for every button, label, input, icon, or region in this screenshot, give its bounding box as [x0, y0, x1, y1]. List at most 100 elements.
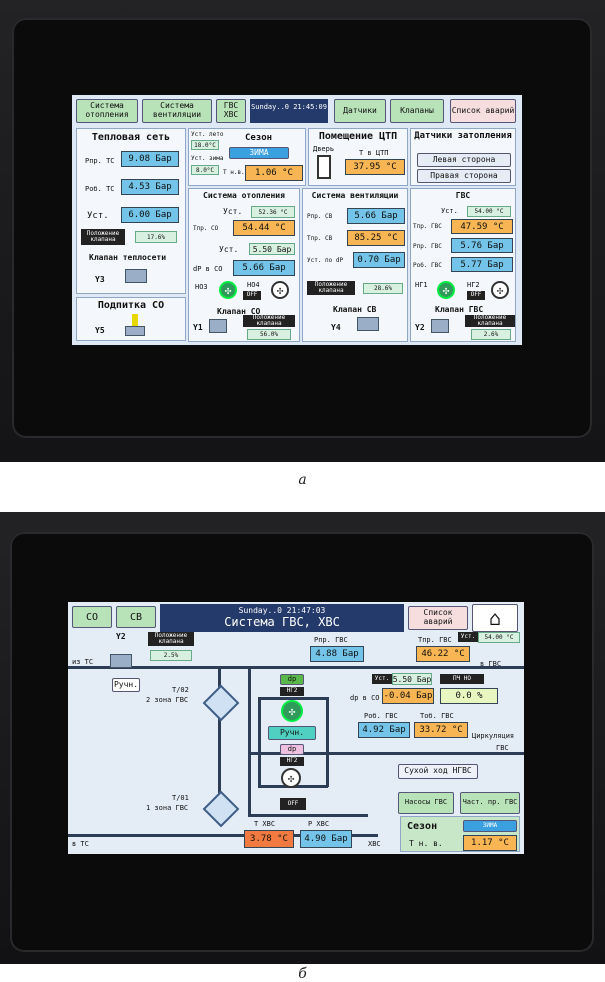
- pump-icon[interactable]: ✣: [491, 281, 509, 299]
- dp-co-label: dp в СО: [350, 694, 380, 702]
- season-mode-button[interactable]: ЗИМА: [463, 820, 517, 832]
- pipe: [248, 752, 524, 755]
- t-supply-value[interactable]: 54.44 °С: [233, 220, 295, 236]
- pump-icon[interactable]: ✣: [437, 281, 455, 299]
- valve-label: Клапан теплосети: [89, 253, 167, 262]
- t-return-value[interactable]: 33.72 °С: [414, 722, 468, 738]
- valve-icon[interactable]: [125, 326, 145, 336]
- flood-right-button[interactable]: Правая сторона: [417, 169, 511, 183]
- pumps-button[interactable]: Насосы ГВС: [398, 792, 454, 814]
- p-return-value[interactable]: 4.53 Бар: [121, 179, 179, 195]
- manual-button[interactable]: Ручн.: [112, 678, 140, 692]
- room-title: Помещение ЦТП: [318, 131, 398, 142]
- season-mode-button[interactable]: ЗИМА: [229, 147, 289, 159]
- valve-pos-value: 2.6%: [471, 329, 511, 340]
- gvs-panel: ГВС Уст. 54.00 °С Тпр. ГВС 47.59 °С Рпр.…: [410, 188, 516, 342]
- p-hvs-label: Р ХВС: [308, 820, 330, 828]
- set-label: Уст.: [87, 211, 109, 221]
- pch-label: ПЧ НО: [440, 674, 484, 684]
- hvs-label: ХВС: [368, 840, 381, 848]
- pr-value[interactable]: 5.77 Бар: [451, 257, 513, 272]
- set-value[interactable]: 54.00 °С: [478, 632, 520, 643]
- t02-label: Т/02: [172, 686, 189, 694]
- y2-label: Y2: [415, 323, 425, 332]
- tnv-value[interactable]: 1.06 °С: [245, 165, 303, 181]
- summer-value[interactable]: 18.0°С: [191, 140, 219, 150]
- p-return-label: Роб. ТС: [85, 185, 115, 193]
- set2-value[interactable]: 5.50 Бар: [392, 673, 432, 685]
- room-t-label: Т в ЦТП: [359, 149, 389, 157]
- dry-run-button[interactable]: Сухой ход НГВС: [398, 764, 478, 779]
- p-supply-value[interactable]: 4.88 Бар: [310, 646, 364, 662]
- t-supply-value[interactable]: 85.25 °С: [347, 230, 405, 246]
- hmi-screen-gvs: СО СВ Sunday..0 21:47:03 Система ГВС, ХВ…: [68, 602, 524, 854]
- valve-pos-value: 2.5%: [150, 650, 192, 661]
- p-return-label: Роб. ГВС: [364, 712, 398, 720]
- alarms-button[interactable]: Список аварий: [408, 606, 468, 630]
- p-supply-value[interactable]: 9.08 Бар: [121, 151, 179, 167]
- set-label: Уст.: [458, 632, 478, 642]
- dp-co-value[interactable]: -0.04 Бар: [382, 688, 434, 704]
- heating-title: Система отопления: [203, 191, 285, 200]
- nav-cv-button[interactable]: СВ: [116, 606, 156, 628]
- makeup-title: Подпитка СО: [97, 300, 165, 311]
- season-panel: Сезон ЗИМА Т н. в. 1.17 °С: [400, 816, 520, 852]
- t-hvs-label: Т ХВС: [254, 820, 276, 828]
- pch-value[interactable]: 0.0 %: [440, 688, 498, 704]
- t-supply-value[interactable]: 46.22 °С: [416, 646, 470, 662]
- tnv-label: Т н. в.: [409, 839, 443, 848]
- nav-vent-button[interactable]: Система вентиляции: [142, 99, 212, 123]
- t-label: Тпр. ГВС: [413, 223, 442, 230]
- p-return-value[interactable]: 4.92 Бар: [358, 722, 410, 738]
- home-icon[interactable]: ⌂: [472, 604, 518, 632]
- freq-button[interactable]: Част. пр. ГВС: [460, 792, 520, 814]
- pump-icon[interactable]: ✣: [281, 700, 303, 722]
- valve-icon[interactable]: [357, 317, 379, 331]
- pump-icon[interactable]: ✣: [219, 281, 237, 299]
- valve-pos-value: 28.6%: [363, 283, 403, 294]
- dp-value[interactable]: 5.66 Бар: [233, 260, 295, 276]
- pipe: [248, 666, 251, 816]
- manual-button[interactable]: Ручн.: [268, 726, 316, 740]
- dp-button[interactable]: dp: [280, 674, 304, 685]
- p-value[interactable]: 5.76 Бар: [451, 238, 513, 253]
- valve-icon[interactable]: [110, 654, 132, 668]
- set-t-value[interactable]: 52.36 °С: [251, 206, 295, 218]
- p-supply-label: Рпр. ГВС: [314, 636, 348, 644]
- p-label: Рпр. ГВС: [413, 243, 442, 250]
- t-hvs-value[interactable]: 3.78 °С: [244, 830, 294, 848]
- valve-pos-value: 56.0%: [247, 329, 291, 340]
- y1-label: Y1: [193, 323, 203, 332]
- dp-button[interactable]: dp: [280, 744, 304, 755]
- valve-pos-label: Положение клапана: [465, 314, 515, 327]
- set-value[interactable]: 6.00 Бар: [121, 207, 179, 223]
- valve-pos-label: Положение клапана: [81, 229, 125, 245]
- nav-sensors-button[interactable]: Датчики: [334, 99, 386, 123]
- pipe: [258, 697, 261, 787]
- pump-icon[interactable]: ✣: [281, 768, 301, 788]
- valve-icon[interactable]: [209, 319, 227, 333]
- pipe: [68, 834, 378, 837]
- alarms-button[interactable]: Список аварий: [450, 99, 516, 123]
- n4-label: НО4: [247, 281, 260, 289]
- y3-label: Y3: [95, 275, 105, 284]
- set-p-value[interactable]: 5.50 Бар: [249, 243, 295, 255]
- flood-panel: Датчики затопления Левая сторона Правая …: [410, 128, 516, 186]
- nav-gvs-button[interactable]: ГВС ХВС: [216, 99, 246, 123]
- nav-co-button[interactable]: СО: [72, 606, 112, 628]
- room-t-value[interactable]: 37.95 °С: [345, 159, 405, 175]
- t-value[interactable]: 47.59 °С: [451, 219, 513, 234]
- dp-value[interactable]: 0.70 Бар: [353, 252, 405, 268]
- winter-value[interactable]: 8.0°С: [191, 165, 219, 175]
- p-supply-value[interactable]: 5.66 Бар: [347, 208, 405, 224]
- tnv-value[interactable]: 1.17 °С: [463, 835, 517, 851]
- set-value[interactable]: 54.00 °С: [467, 206, 511, 217]
- nav-valves-button[interactable]: Клапаны: [390, 99, 444, 123]
- valve-icon[interactable]: [431, 319, 449, 333]
- p-hvs-value[interactable]: 4.90 Бар: [300, 830, 352, 848]
- flood-left-button[interactable]: Левая сторона: [417, 153, 511, 167]
- room-panel: Помещение ЦТП Дверь Т в ЦТП 37.95 °С: [308, 128, 408, 186]
- nav-heating-button[interactable]: Система отопления: [76, 99, 138, 123]
- valve-icon[interactable]: [125, 269, 147, 283]
- pump-icon[interactable]: ✣: [271, 281, 289, 299]
